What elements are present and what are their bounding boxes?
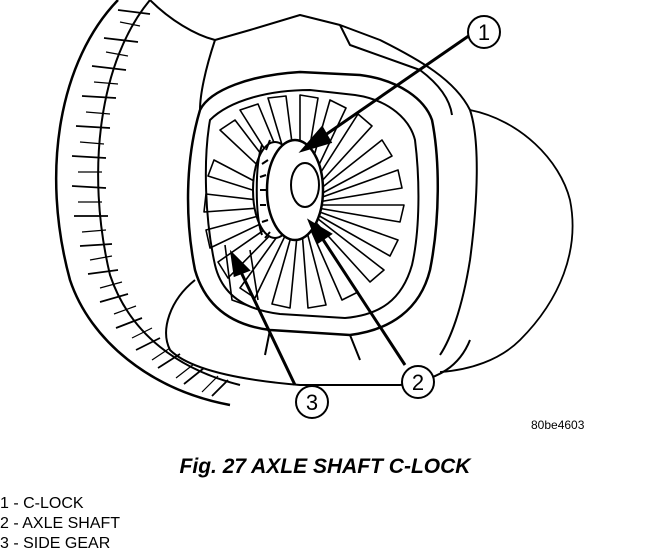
legend-item: 2 - AXLE SHAFT xyxy=(0,515,121,532)
side-gear xyxy=(203,94,405,311)
callout-2: 2 xyxy=(401,365,435,399)
legend: 1 - C-LOCK 2 - AXLE SHAFT 3 - SIDE GEAR xyxy=(0,494,120,554)
legend-item: 3 - SIDE GEAR xyxy=(0,535,111,552)
callout-3-label: 3 xyxy=(306,390,318,415)
c-lock xyxy=(255,139,271,239)
figure-code: 80be4603 xyxy=(531,418,585,432)
figure-caption: Fig. 27 AXLE SHAFT C-LOCK xyxy=(179,455,471,478)
ring-gear xyxy=(54,0,241,407)
callout-1-label: 1 xyxy=(478,20,490,45)
callout-1: 1 xyxy=(467,15,501,49)
legend-item: 1 - C-LOCK xyxy=(0,495,84,512)
axle-shaft xyxy=(252,138,325,242)
differential-diagram: 1 2 3 xyxy=(54,0,574,419)
callout-leaders xyxy=(229,33,471,386)
callout-2-label: 2 xyxy=(412,370,424,395)
callout-3: 3 xyxy=(295,385,329,419)
differential-case xyxy=(149,0,574,386)
